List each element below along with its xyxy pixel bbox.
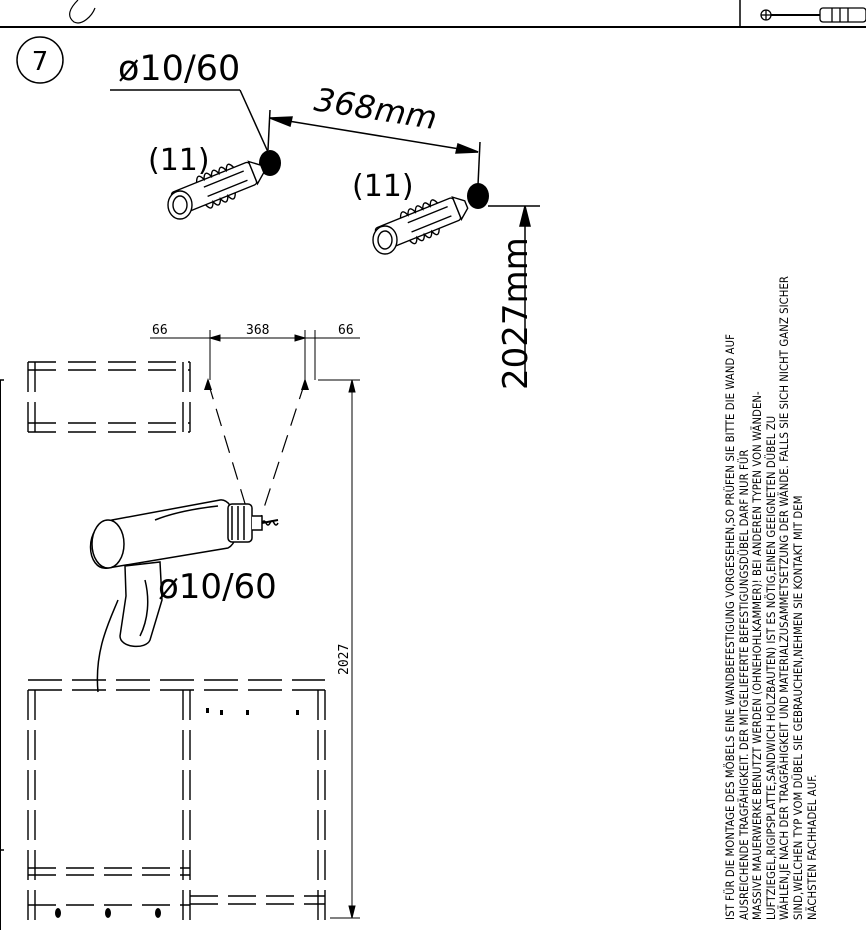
lower-cabinet-outline (27, 679, 326, 930)
drill-spec-drill: ø10/60 (158, 567, 277, 607)
drill-icon (89, 499, 279, 693)
warning-line: SIND,WELCHEN TYP VOM DÜBEL SIE GEBRAUCHE… (791, 495, 805, 921)
warning-line: LUFTZIEGEL,RIGIPSPLATTE,SANDWICH HOLZBAU… (764, 415, 778, 920)
step-number-badge: 7 (16, 36, 64, 84)
upper-cabinet-outline (27, 361, 191, 433)
warning-line: AUSREICHENDE TRAGFÄHIGKEIT. DER MITGELIE… (737, 449, 751, 921)
spacing-dimension-small-label: 368 (246, 323, 269, 338)
warning-line: IST FÜR DIE MONTAGE DES MÖBELS EINE WAND… (724, 334, 737, 920)
screwdriver-icon (760, 7, 866, 23)
step-number: 7 (32, 47, 49, 77)
edge-dimension-left: 66 (152, 323, 168, 338)
wall-dowel-right (372, 196, 469, 255)
height-dimension-large-label: 2027mm (496, 237, 536, 390)
drill-spec-top-callout: ø10/60 (110, 49, 269, 153)
warning-line: MASSIVE MAUERWERKE BENUTZT WERDEN (OHNEH… (751, 391, 765, 920)
height-dimension-small (318, 379, 360, 919)
warning-line: NÄCHSTEN FACHHADEL AUF. (805, 774, 819, 920)
drill-hole-left (259, 150, 281, 176)
dowel-left-label: (11) (148, 143, 210, 178)
wall-mount-warning: IST FÜR DIE MONTAGE DES MÖBELS EINE WAND… (724, 20, 819, 920)
hole-marker-left (204, 378, 212, 390)
spacing-dimension-small (150, 330, 360, 380)
drill-hole-right (467, 183, 489, 209)
spacing-dimension-large (267, 109, 481, 186)
warning-line: WÄHLEN,JE NACH DER TRAGFÄHIGKEIT UND MAT… (778, 275, 792, 920)
edge-dimension-right: 66 (338, 323, 354, 338)
height-dimension-large (488, 205, 540, 380)
hole-marker-right (301, 378, 309, 390)
drill-sight-lines (207, 381, 306, 521)
dowel-right-label: (11) (352, 169, 414, 204)
shelf-pin-marks (55, 708, 299, 918)
previous-step-fragment (69, 0, 96, 24)
drill-spec-top: ø10/60 (118, 49, 240, 89)
height-dimension-small-label: 2027 (337, 644, 352, 675)
wall-dowel-left (167, 160, 265, 220)
